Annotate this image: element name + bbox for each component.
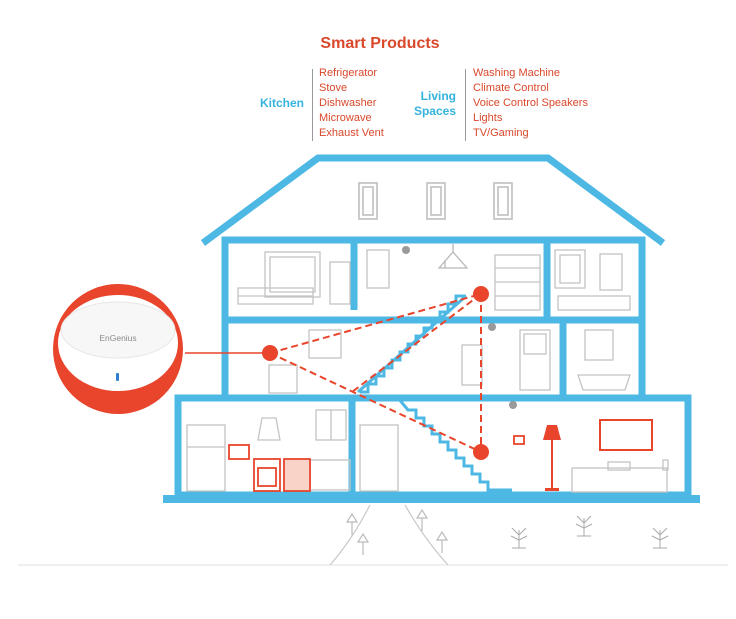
mesh-node [262, 345, 278, 361]
kitchen-product-list: Refrigerator Stove Dishwasher Microwave … [319, 66, 384, 141]
kitchen-divider [312, 69, 313, 141]
living-item: Voice Control Speakers [473, 97, 588, 109]
kitchen-item: Microwave [319, 112, 372, 124]
chandelier-icon [437, 244, 469, 269]
bedroom-furniture [237, 249, 631, 311]
living-item: Climate Control [473, 82, 549, 94]
living-item: Lights [473, 112, 503, 124]
router-status-light [116, 373, 119, 381]
living-divider [465, 69, 466, 141]
floor-lamp-icon [543, 425, 561, 491]
staircase [357, 294, 512, 492]
smart-tv-icon [599, 419, 653, 451]
diagram-title: Smart Products [320, 35, 440, 52]
mesh-node [473, 444, 489, 460]
living-label-line2: Spaces [413, 104, 456, 118]
living-item: Washing Machine [473, 67, 561, 79]
living-product-list: Washing Machine Climate Control Voice Co… [473, 66, 588, 141]
roof [200, 154, 666, 246]
second-floor-furniture [268, 329, 631, 394]
living-spaces-label: Living Spaces [404, 89, 456, 119]
kitchen-item: Dishwasher [319, 97, 377, 109]
garden-path [329, 504, 449, 566]
router-top [60, 301, 176, 359]
router-callout: EnGenius [53, 284, 183, 414]
kitchen-smart-appliance-icons [228, 435, 525, 492]
window [358, 182, 513, 220]
mesh-connection-lines [269, 293, 482, 453]
security-camera-icon [402, 246, 517, 409]
kitchen-item: Refrigerator [319, 67, 378, 79]
kitchen-item: Exhaust Vent [319, 127, 384, 139]
plant-icon [510, 515, 669, 549]
router-brand-logo: EnGenius [99, 333, 136, 343]
kitchen-item: Stove [319, 82, 348, 94]
living-label-line1: Living [420, 89, 456, 103]
garden-lamp-icon [345, 508, 449, 555]
mesh-node [473, 286, 489, 302]
living-room-furniture [571, 459, 669, 493]
living-item: TV/Gaming [473, 127, 529, 139]
kitchen-label: Kitchen [259, 96, 304, 110]
